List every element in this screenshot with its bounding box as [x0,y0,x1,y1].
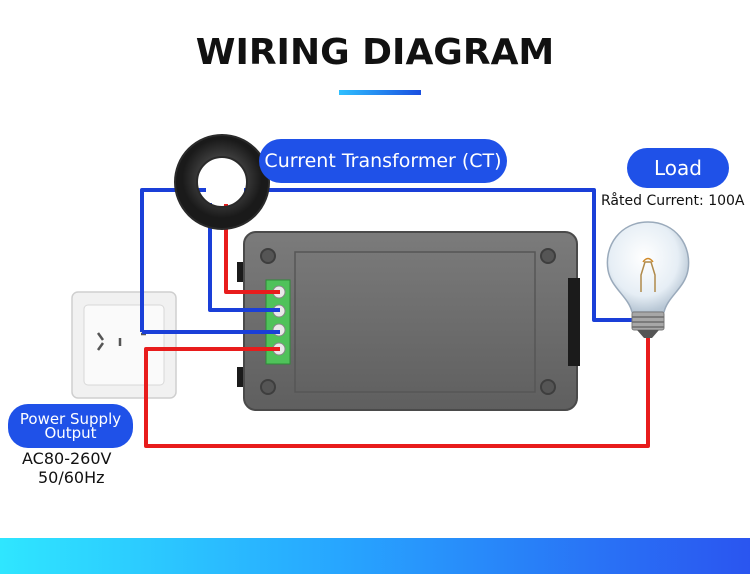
rated-current-text: Råted Current: 100A [601,193,745,209]
load-label-badge: Load [627,148,729,188]
power-supply-line1: Power Supply [19,410,122,428]
ct-label-badge: Current Transformer (CT) [259,139,507,183]
bottom-gradient-band [0,538,750,574]
wall-socket-icon [71,291,177,399]
page-title: WIRING DIAGRAM [195,32,555,73]
voltage-text: AC80-260V [22,449,112,468]
ct-label: Current Transformer (CT) [264,150,502,172]
light-bulb-icon [606,221,690,338]
red-wires [144,204,650,448]
frequency-text: 50/60Hz [38,468,105,487]
title-underline [339,90,421,95]
power-supply-line2: Output [44,424,97,442]
load-label: Load [654,156,702,180]
power-supply-badge: Power Supply Output [8,404,133,448]
power-meter-icon [237,231,580,411]
current-transformer-icon [174,134,270,230]
